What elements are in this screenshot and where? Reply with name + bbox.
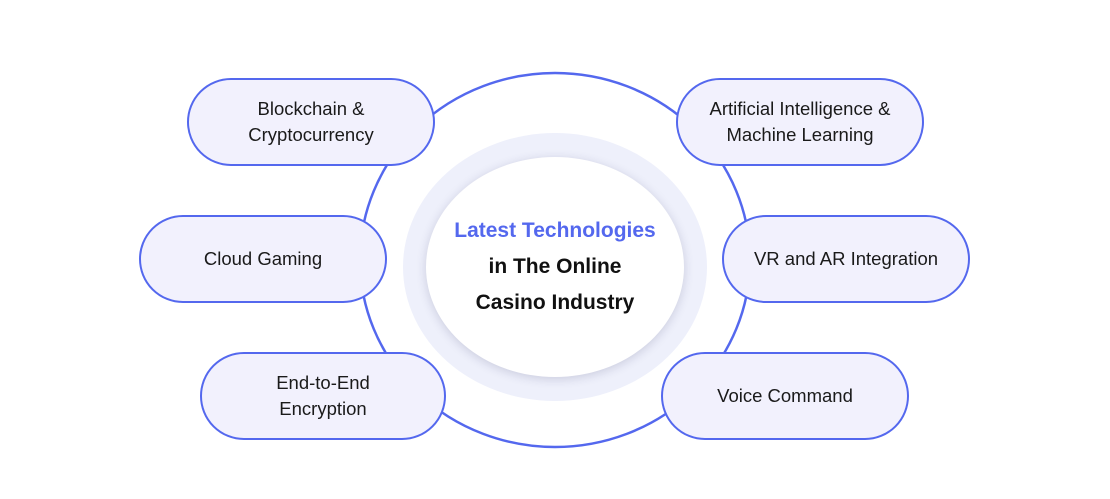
tech-item-ai-ml: Artificial Intelligence & Machine Learni… [676,78,924,166]
tech-item-label-line-1: VR and AR Integration [753,248,939,269]
tech-item-voice-command: Voice Command [661,352,909,440]
tech-item-blockchain: Blockchain & Cryptocurrency [187,78,435,166]
tech-item-label-line-2: Machine Learning [726,124,874,145]
tech-item-label-line-1: Blockchain & [257,98,365,119]
tech-item-label-line-2: Encryption [279,398,367,419]
tech-item-vr-ar: VR and AR Integration [722,215,970,303]
tech-item-encryption: End-to-End Encryption [200,352,446,440]
center-title-line-1: Latest Technologies [454,219,656,242]
tech-item-label-line-2: Cryptocurrency [248,124,374,145]
tech-item-label-line-1: Voice Command [717,385,853,406]
center-title-line-3: Casino Industry [475,291,635,314]
tech-item-label-line-1: Cloud Gaming [203,248,323,269]
tech-item-cloud-gaming: Cloud Gaming [139,215,387,303]
tech-item-label-line-1: Artificial Intelligence & [709,98,891,119]
center-title: Latest Technologies in The Online Casino… [426,157,684,377]
tech-item-label-line-1: End-to-End [276,372,370,393]
center-title-line-2: in The Online [488,255,622,278]
